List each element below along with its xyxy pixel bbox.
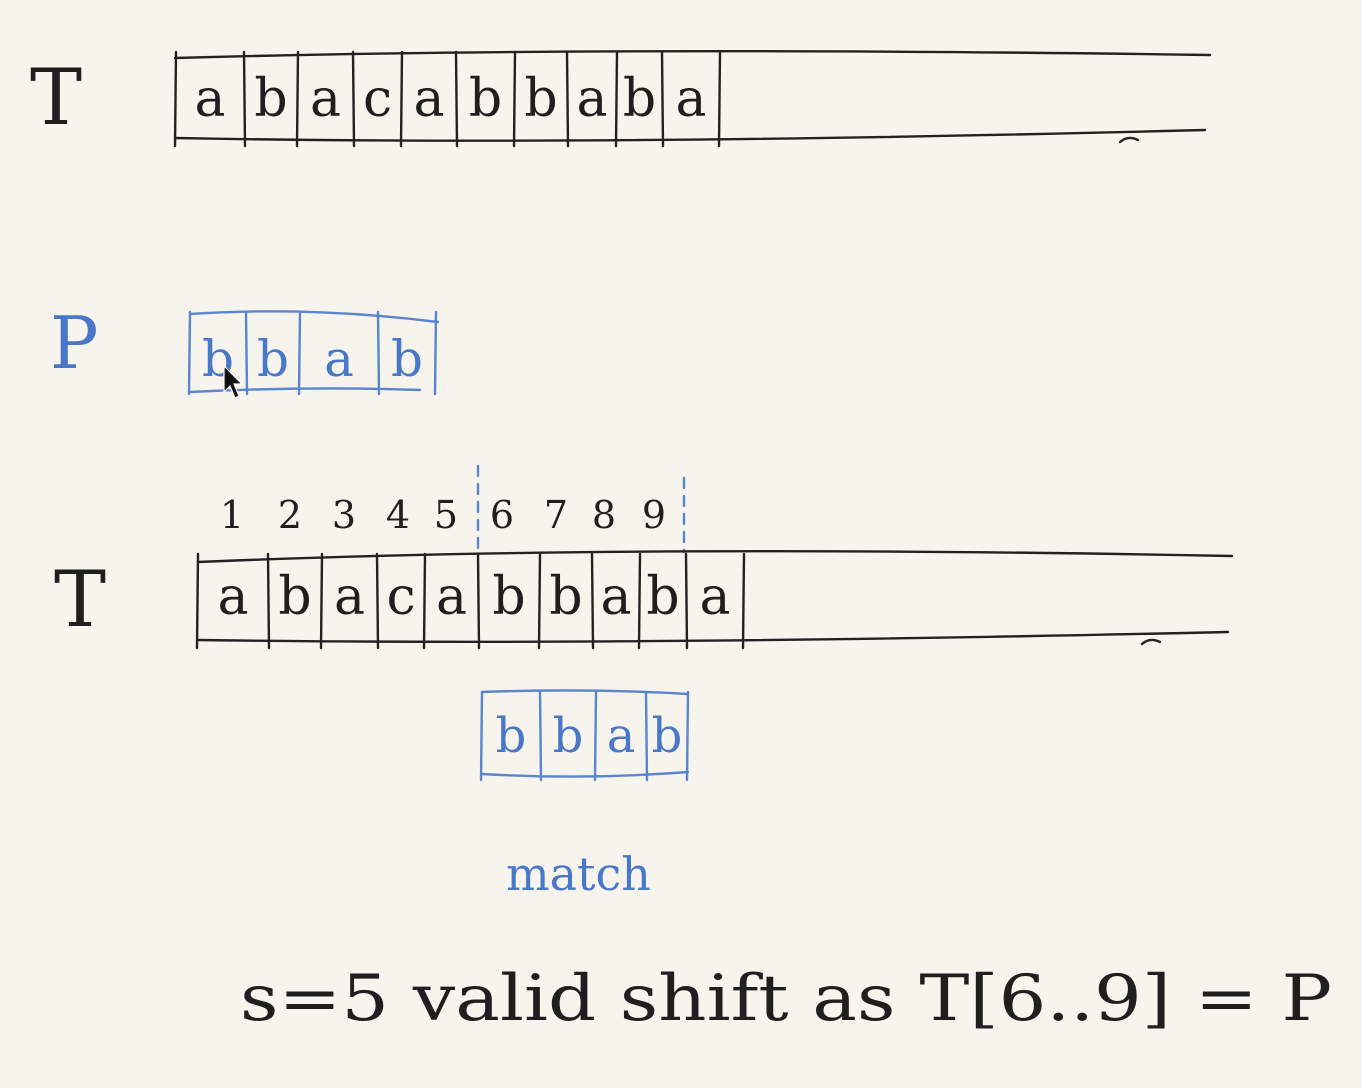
pattern-aligned-cell-divider xyxy=(538,690,543,782)
text-bottom-cell-char: a xyxy=(334,567,365,627)
pattern-top-cell-divider xyxy=(297,310,302,396)
text-bottom-cell-divider xyxy=(422,552,427,650)
index-number: 7 xyxy=(544,493,568,537)
text-bottom-cell-char: b xyxy=(492,567,525,627)
text-bottom-cell-divider xyxy=(375,552,380,650)
text-top-cell-divider xyxy=(512,50,517,148)
text-label-bottom: T xyxy=(54,555,106,645)
pattern-aligned-cell-char: b xyxy=(652,708,683,764)
index-number: 6 xyxy=(490,493,514,537)
index-number: 8 xyxy=(592,493,616,537)
text-bottom-cell-divider xyxy=(319,552,324,650)
pattern-aligned-cell-divider xyxy=(685,690,690,782)
index-number: 2 xyxy=(278,493,302,537)
text-top-cell-char: a xyxy=(310,69,341,129)
text-bottom-cell-char: c xyxy=(386,567,415,627)
text-bottom-cell-divider xyxy=(537,552,542,650)
text-top-cell-char: b xyxy=(254,69,287,129)
index-number: 5 xyxy=(434,493,458,537)
pattern-aligned-cell-char: b xyxy=(553,708,584,764)
index-number: 9 xyxy=(642,493,666,537)
text-top-cell-divider xyxy=(614,50,619,148)
text-bottom-cell-char: a xyxy=(217,567,248,627)
text-top-cell-divider xyxy=(660,50,665,148)
text-top-cell-divider xyxy=(295,50,300,148)
text-bottom-cell-divider xyxy=(590,552,595,650)
pattern-aligned-cell-divider xyxy=(644,690,649,782)
pattern-top-cell-divider xyxy=(376,310,381,396)
index-number: 1 xyxy=(220,493,244,537)
text-top-cell-divider xyxy=(351,50,356,148)
conclusion-text: s=5 valid shift as T[6..9] = P xyxy=(240,962,1332,1036)
match-label: match xyxy=(506,847,651,901)
text-top-cell-char: a xyxy=(413,69,444,129)
arrow-cursor-icon xyxy=(223,364,244,399)
text-top-cell-char: b xyxy=(623,69,656,129)
pattern-aligned-cell-char: b xyxy=(496,708,527,764)
pattern-aligned-cell-char: a xyxy=(607,708,636,764)
pattern-top-cell-char: a xyxy=(324,330,354,388)
text-bottom-cell-divider xyxy=(741,552,746,650)
pattern-aligned-cell-divider xyxy=(479,690,484,782)
pattern-top-cell-char: b xyxy=(391,330,423,388)
text-top-cell-divider xyxy=(399,50,404,148)
text-label-top: T xyxy=(30,53,82,143)
text-bottom-cell-divider xyxy=(684,552,689,650)
text-bottom-cell-char: a xyxy=(699,567,730,627)
pattern-label: P xyxy=(50,301,98,385)
text-top-cell-char: a xyxy=(194,69,225,129)
text-top-cell-char: c xyxy=(363,69,392,129)
pattern-top-cell-divider xyxy=(187,310,192,396)
text-top-cell-divider xyxy=(173,50,178,148)
text-top-cell-divider xyxy=(717,50,722,148)
text-top-cell-char: b xyxy=(524,69,557,129)
text-top-cell-char: b xyxy=(469,69,502,129)
pattern-top-cell-divider xyxy=(433,310,438,396)
text-top-cell-char: a xyxy=(576,69,607,129)
text-bottom-cell-char: b xyxy=(278,567,311,627)
text-top-cell-divider xyxy=(565,50,570,148)
text-bottom-cell-divider xyxy=(266,552,271,650)
text-bottom-cell-char: b xyxy=(549,567,582,627)
text-top-cell-divider xyxy=(242,50,247,148)
text-bottom-cell-divider xyxy=(195,552,200,650)
index-number: 3 xyxy=(332,493,356,537)
pattern-aligned-cell-divider xyxy=(593,690,598,782)
pattern-top-cell-char: b xyxy=(257,330,289,388)
text-bottom-cell-char: a xyxy=(600,567,631,627)
text-bottom-cell-divider xyxy=(476,552,481,650)
text-bottom-cell-divider xyxy=(637,552,642,650)
index-number: 4 xyxy=(386,493,410,537)
text-bottom-cell-char: a xyxy=(436,567,467,627)
text-top-cell-char: a xyxy=(675,69,706,129)
pattern-top-cell-divider xyxy=(244,310,249,396)
text-top-cell-divider xyxy=(454,50,459,148)
text-bottom-cell-char: b xyxy=(646,567,679,627)
